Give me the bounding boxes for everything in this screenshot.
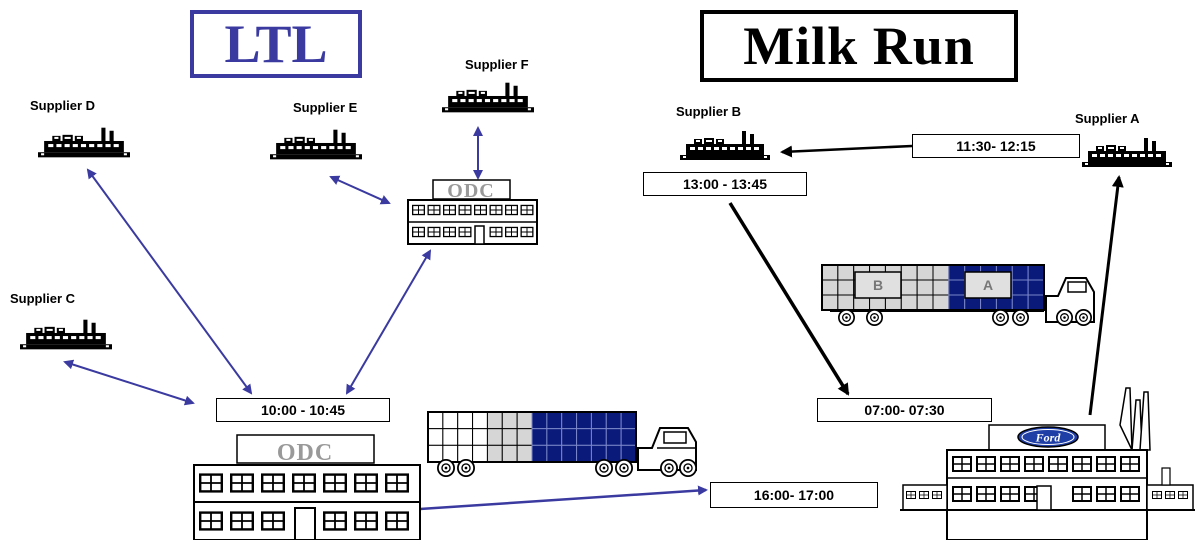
arrow-main-odc-to-plant [420,490,706,509]
supplier-a-time-window: 11:30- 12:15 [912,134,1080,158]
supplier-c-label: Supplier C [10,291,75,306]
factory-icon-supplier-c [20,320,112,350]
supplier-b-time-window: 13:00 - 13:45 [643,172,807,196]
trailer-label-a: A [983,277,993,293]
arrow-odc-supplier-e [331,177,389,203]
arrow-supplier-d-main-odc [88,170,251,393]
trailer-label-b: B [873,277,883,293]
factory-icon-supplier-a [1082,138,1172,167]
supplier-b-label: Supplier B [676,104,741,119]
odc-to-plant-time-window: 16:00- 17:00 [710,482,878,508]
plant-arrival-time-window: 07:00- 07:30 [817,398,992,422]
odc-time-window: 10:00 - 10:45 [216,398,390,422]
ltl-title: LTL [190,10,362,78]
arrow-supplier-a-to-b [782,146,912,152]
milk-run-title: Milk Run [700,10,1018,82]
ford-logo: Ford [1018,427,1078,447]
factory-icon-supplier-d [38,128,130,158]
arrow-supplier-c-main-odc [65,362,193,403]
supplier-a-label: Supplier A [1075,111,1140,126]
odc-small-label: ODC [447,180,494,202]
factory-icon-supplier-e [270,130,362,160]
factory-icon-supplier-b [680,131,770,160]
supplier-d-label: Supplier D [30,98,95,113]
arrow-odc-main-odc [347,251,430,393]
supplier-e-label: Supplier E [293,100,357,115]
ford-logo-text: Ford [1035,431,1062,445]
milk-run-truck-icon [822,265,1094,325]
ltl-truck-icon [428,412,696,476]
supplier-f-label: Supplier F [465,57,529,72]
odc-main-label: ODC [277,440,333,466]
factory-icon-supplier-f [442,83,534,113]
